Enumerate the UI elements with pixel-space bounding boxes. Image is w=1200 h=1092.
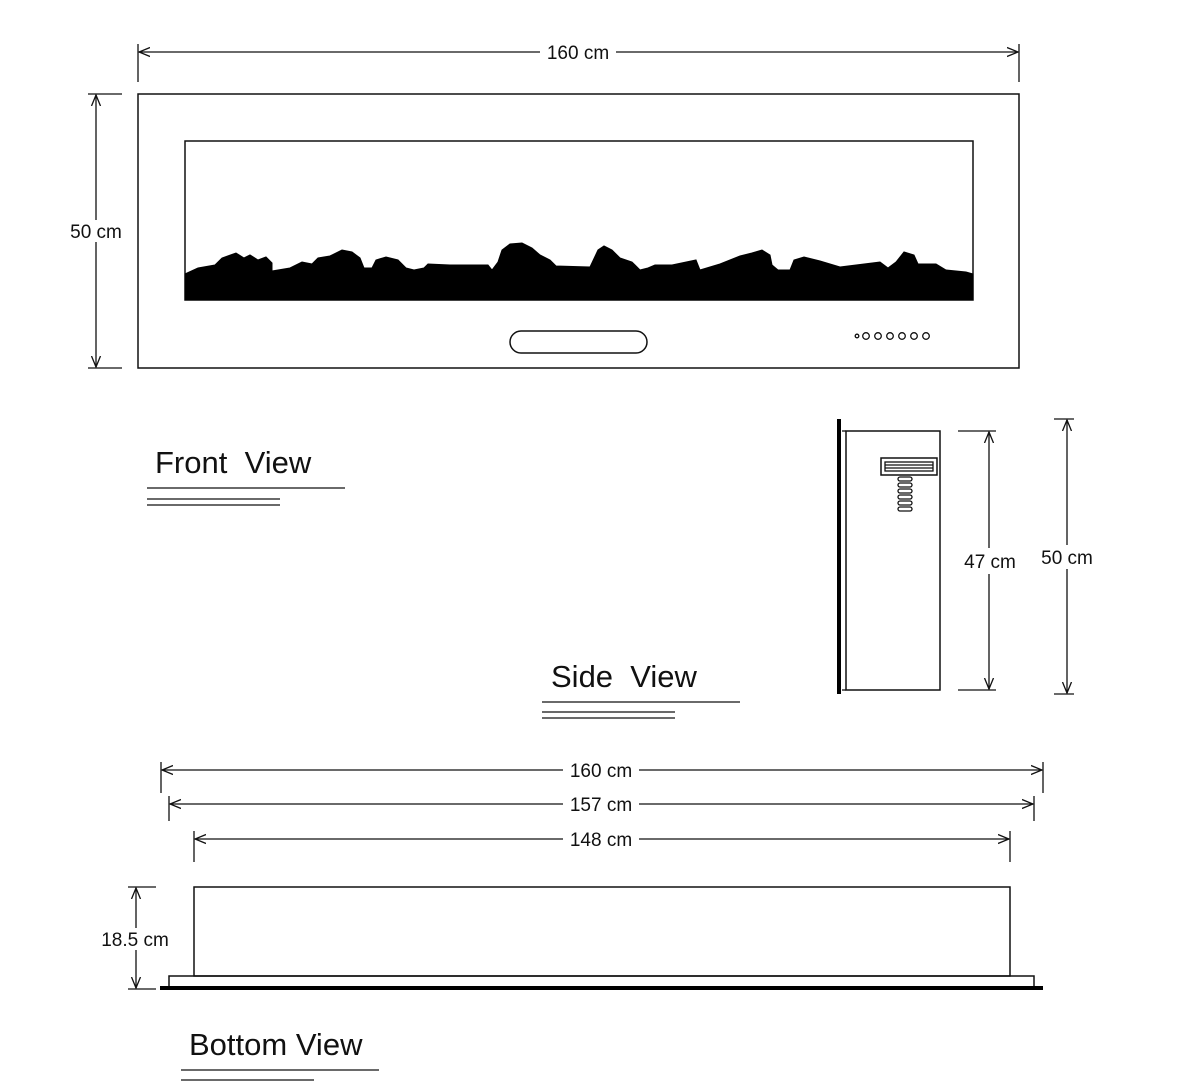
bottom-base-plate	[168, 975, 1035, 988]
side-body	[845, 430, 941, 691]
bottom-body	[193, 886, 1011, 977]
front-width-dimension: 160 cm	[137, 43, 1020, 82]
side-view-title-block: Side View	[542, 659, 740, 719]
bottom-depth-label: 18.5 cm	[101, 930, 169, 951]
indicator-dots	[854, 332, 930, 340]
side-inner-height-dimension: 47 cm	[956, 430, 1024, 691]
side-outer-height-dimension: 50 cm	[1034, 418, 1100, 695]
front-view-title: Front View	[155, 445, 312, 480]
bottom-width-mid-dimension: 157 cm	[168, 795, 1035, 821]
front-height-label: 50 cm	[70, 222, 122, 243]
front-view-title-block: Front View	[147, 445, 345, 506]
bottom-width-inner-dimension: 148 cm	[193, 830, 1011, 862]
bottom-view-title-block: Bottom View	[181, 1027, 379, 1081]
side-view-title: Side View	[551, 659, 698, 694]
bottom-depth-dimension: 18.5 cm	[92, 886, 176, 990]
side-vent-box	[880, 457, 938, 476]
bottom-view-title: Bottom View	[189, 1027, 363, 1062]
side-outer-height-label: 50 cm	[1041, 548, 1093, 569]
bottom-width-outer-dimension: 160 cm	[160, 761, 1044, 793]
bottom-width-mid-label: 157 cm	[570, 795, 632, 816]
front-view: 160 cm 50 cm	[64, 43, 1020, 369]
front-control-slot	[509, 330, 648, 354]
side-view: 47 cm 50 cm	[837, 418, 1100, 695]
bottom-width-outer-label: 160 cm	[570, 761, 632, 782]
front-width-label: 160 cm	[547, 43, 609, 64]
bottom-width-inner-label: 148 cm	[570, 830, 632, 851]
front-height-dimension: 50 cm	[64, 93, 124, 369]
side-inner-height-label: 47 cm	[964, 552, 1016, 573]
bottom-view: 160 cm 157 cm 148 cm 18.5 cm	[92, 761, 1044, 990]
front-outer-frame	[137, 93, 1020, 369]
side-coil-vents	[897, 476, 913, 512]
log-bed-silhouette	[184, 242, 974, 301]
